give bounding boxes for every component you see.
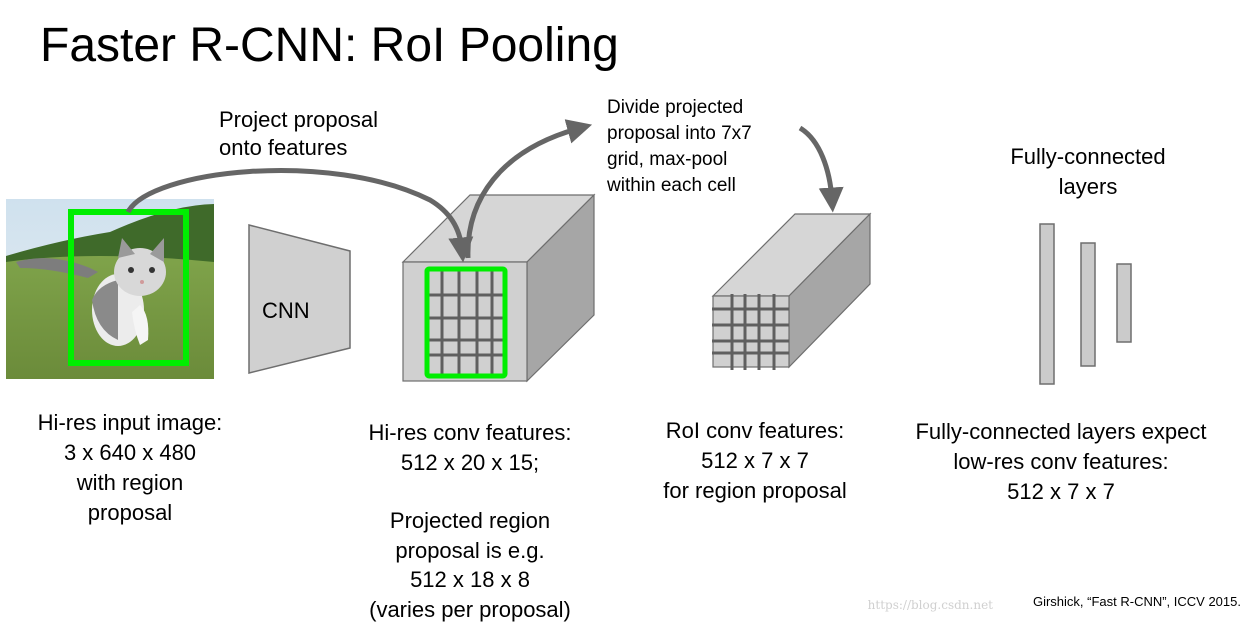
caption-line — [340, 477, 600, 506]
input-caption: Hi-res input image: 3 x 640 x 480 with r… — [10, 408, 250, 528]
caption-line: proposal — [10, 498, 250, 528]
header-line: layers — [988, 172, 1188, 202]
fc-layer-3 — [1117, 264, 1131, 342]
annotation-line: Divide projected — [607, 95, 752, 121]
caption-line: proposal is e.g. — [340, 536, 600, 566]
caption-line: 3 x 640 x 480 — [10, 438, 250, 468]
annotation-line: grid, max-pool — [607, 147, 752, 173]
caption-line: low-res conv features: — [885, 447, 1237, 477]
annotation-line: within each cell — [607, 173, 752, 199]
divide-annotation: Divide projected proposal into 7x7 grid,… — [607, 95, 752, 199]
citation: Girshick, “Fast R-CNN”, ICCV 2015. — [1033, 594, 1241, 610]
annotation-line: proposal into 7x7 — [607, 121, 752, 147]
roi-caption: RoI conv features: 512 x 7 x 7 for regio… — [635, 416, 875, 506]
conv-feature-cube — [403, 195, 594, 381]
caption-line: with region — [10, 468, 250, 498]
caption-line: RoI conv features: — [635, 416, 875, 446]
cnn-label: CNN — [262, 296, 310, 326]
caption-line: 512 x 7 x 7 — [885, 477, 1237, 507]
input-image — [6, 199, 214, 379]
watermark: https://blog.csdn.net — [868, 598, 993, 612]
caption-line: Hi-res input image: — [10, 408, 250, 438]
fc-layer-2 — [1081, 243, 1095, 366]
fc-layer-1 — [1040, 224, 1054, 384]
caption-line: (varies per proposal) — [340, 595, 600, 624]
caption-line: Hi-res conv features: — [340, 418, 600, 448]
header-line: Fully-connected — [988, 142, 1188, 172]
roi-feature-cuboid — [713, 214, 870, 367]
annotation-line: Project proposal — [219, 106, 378, 134]
fc-header: Fully-connected layers — [988, 142, 1188, 202]
fc-caption: Fully-connected layers expect low-res co… — [885, 417, 1237, 507]
caption-line: for region proposal — [635, 476, 875, 506]
caption-line: 512 x 18 x 8 — [340, 565, 600, 595]
divide-arrow-down — [800, 128, 832, 200]
caption-line: 512 x 20 x 15; — [340, 448, 600, 478]
caption-line: Projected region — [340, 506, 600, 536]
caption-line: Fully-connected layers expect — [885, 417, 1237, 447]
caption-line: 512 x 7 x 7 — [635, 446, 875, 476]
project-annotation: Project proposal onto features — [219, 106, 378, 162]
annotation-line: onto features — [219, 134, 378, 162]
conv-caption: Hi-res conv features: 512 x 20 x 15; Pro… — [340, 418, 600, 624]
